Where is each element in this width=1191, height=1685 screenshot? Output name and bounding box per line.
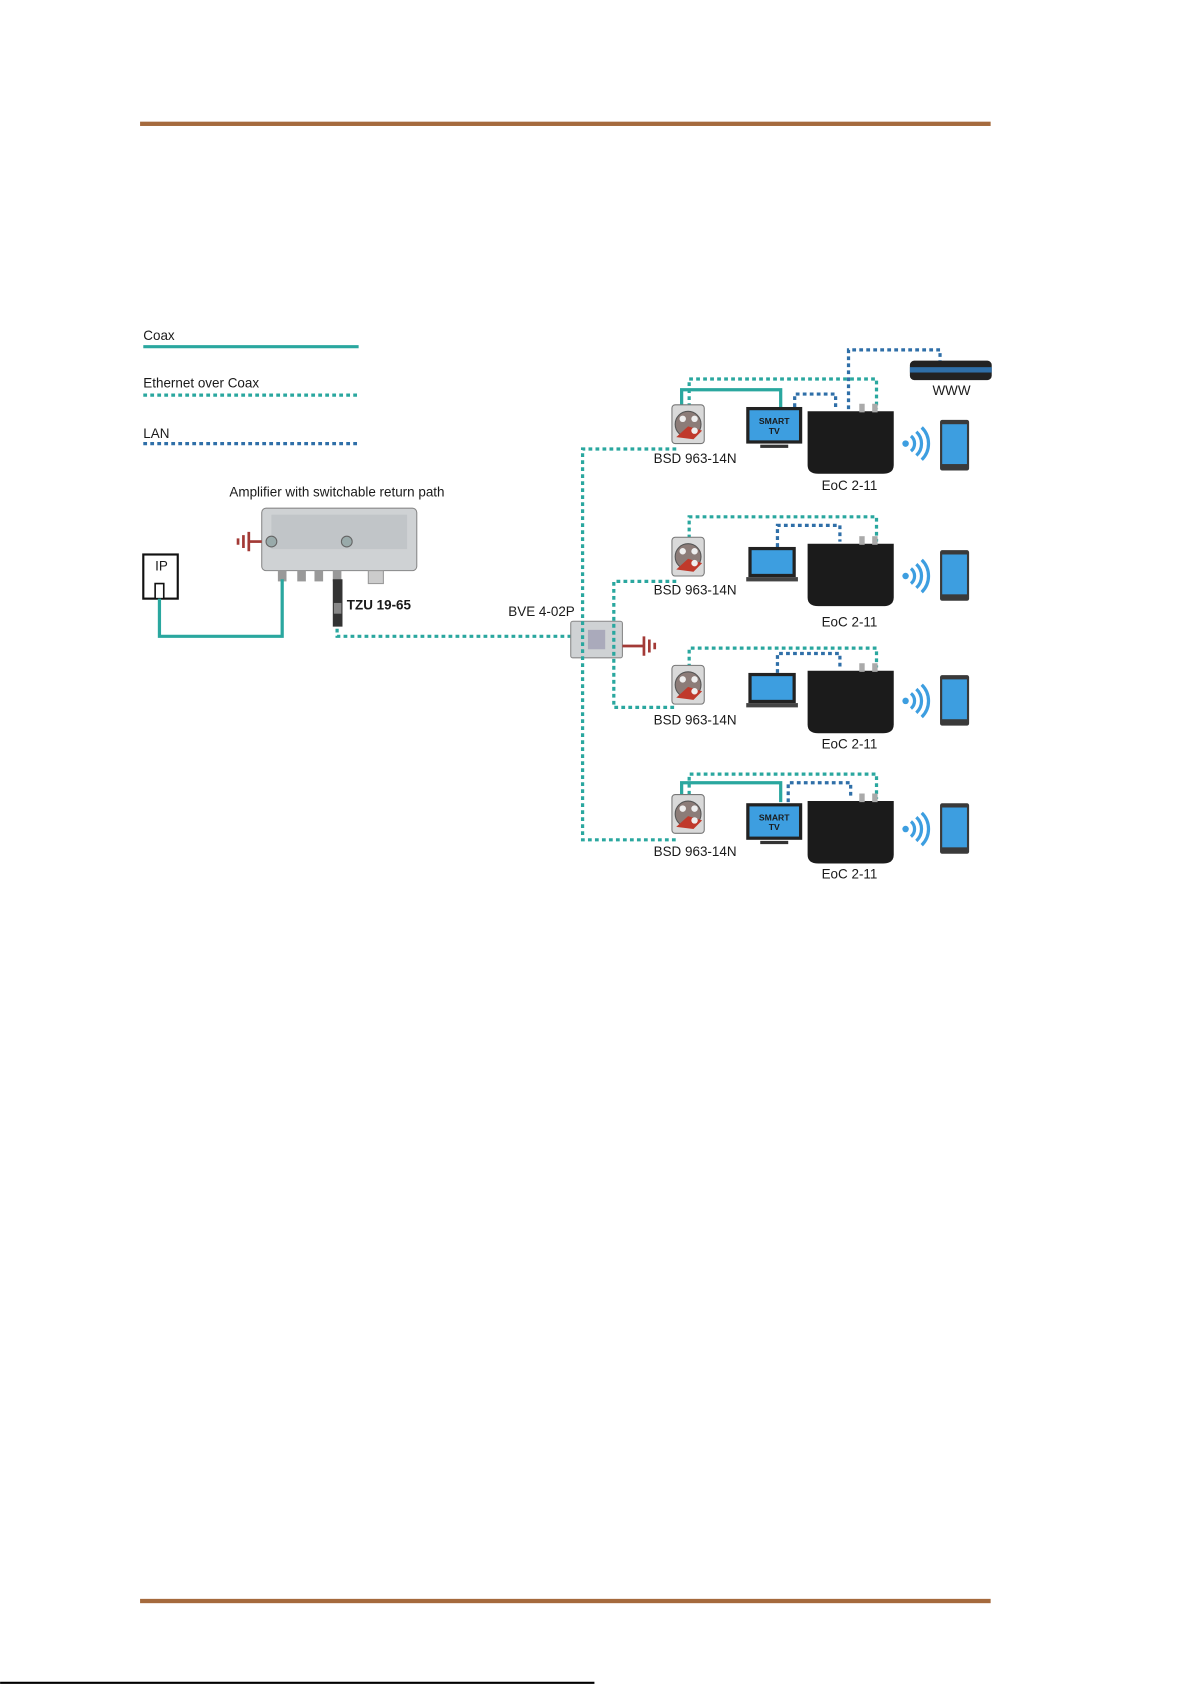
- eoc-modem: [807, 793, 894, 864]
- legend-coax-label: Coax: [143, 328, 175, 343]
- smart-tv-icon: SMART TV: [746, 803, 803, 845]
- splitter-label: BVE 4-02P: [508, 604, 575, 619]
- outlet-icon: [671, 664, 705, 705]
- tablet-icon: [940, 419, 970, 471]
- coax-ip-to-amplifier: [157, 579, 284, 638]
- row-2: BSD 963-14N EoC 2-11: [654, 515, 970, 630]
- eoc-trunk-b: [612, 579, 677, 709]
- eoc-outlet-to-modem: [687, 646, 879, 668]
- modem-label: EoC 2-11: [822, 615, 878, 630]
- legend-eoc-label: Ethernet over Coax: [143, 376, 259, 391]
- tablet-icon: [940, 675, 970, 726]
- tv-text-line2: TV: [769, 426, 780, 436]
- legend: Coax Ethernet over Coax LAN: [143, 328, 359, 446]
- eoc-outlet-to-modem: [687, 772, 879, 799]
- modem-label: EoC 2-11: [822, 867, 878, 882]
- outlet-icon: [671, 404, 705, 445]
- lan-laptop-to-modem: [775, 523, 842, 547]
- eoc-outlet-to-modem: [687, 515, 879, 542]
- modem-label: EoC 2-11: [822, 736, 878, 751]
- eoc-trunk-a: [580, 447, 677, 842]
- eoc-modem: [807, 536, 894, 607]
- outlet-label: BSD 963-14N: [654, 451, 737, 466]
- outlet-label: BSD 963-14N: [654, 713, 737, 728]
- row-4: BSD 963-14N SMART TV EoC 2-11: [654, 772, 970, 882]
- filter-label: TZU 19-65: [347, 597, 412, 612]
- wifi-icon: [900, 683, 931, 719]
- eoc-filter-to-splitter: [335, 628, 571, 638]
- router: [909, 360, 992, 381]
- wifi-icon: [900, 425, 931, 462]
- tv-text-line1: SMART: [759, 812, 790, 822]
- amplifier: [261, 507, 418, 585]
- wifi-icon: [900, 558, 931, 594]
- outlet-icon: [671, 536, 705, 577]
- ip-label: IP: [155, 559, 168, 574]
- tv-text-line2: TV: [769, 822, 780, 832]
- outlet-label: BSD 963-14N: [654, 582, 737, 597]
- legend-lan-label: LAN: [143, 426, 169, 441]
- lan-router-to-eoc: [846, 348, 942, 410]
- lan-tv-to-modem: [786, 781, 853, 803]
- laptop-icon: [746, 546, 798, 582]
- lan-laptop-to-modem: [775, 651, 842, 673]
- tablet-icon: [940, 550, 970, 601]
- amplifier-ground-icon: [236, 530, 262, 553]
- ip-box: IP: [142, 553, 179, 600]
- router-label: WWW: [933, 383, 971, 398]
- row-3: BSD 963-14N EoC 2-11: [654, 646, 970, 751]
- wifi-icon: [900, 811, 931, 847]
- filter-tzu: [332, 579, 343, 627]
- outlet-icon: [671, 794, 705, 834]
- lan-tv-to-modem: [793, 392, 838, 410]
- outlet-label: BSD 963-14N: [654, 844, 737, 859]
- smart-tv-icon: SMART TV: [746, 406, 803, 448]
- tablet-icon: [940, 803, 970, 854]
- modem-label: EoC 2-11: [822, 478, 878, 493]
- splitter-ground-icon: [622, 634, 657, 658]
- eoc-outlet-to-modem: [687, 377, 879, 410]
- bottom-rule: [140, 1598, 991, 1604]
- eoc-modem: [807, 663, 894, 734]
- top-rule: [140, 121, 991, 126]
- amplifier-title: Amplifier with switchable return path: [229, 484, 444, 499]
- tv-text-line1: SMART: [759, 416, 790, 426]
- laptop-icon: [746, 672, 798, 708]
- row-1: BSD 963-14N SMART TV EoC 2-11: [654, 377, 970, 493]
- eoc-modem: [807, 403, 894, 474]
